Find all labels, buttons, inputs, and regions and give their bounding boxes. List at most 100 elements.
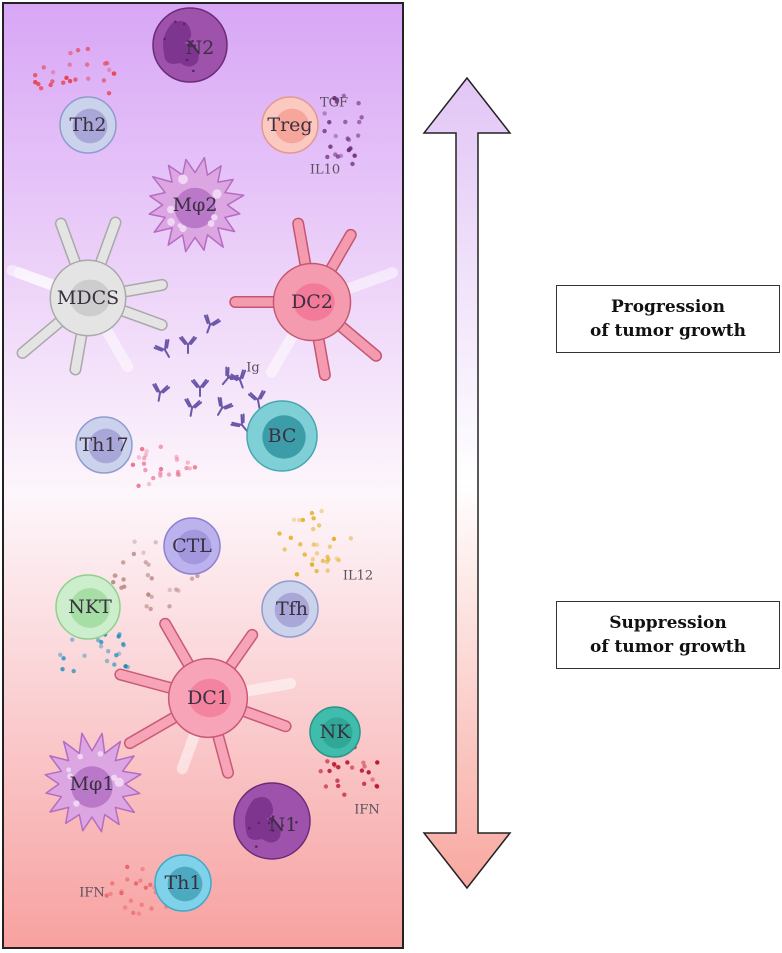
vesicle bbox=[207, 220, 215, 227]
cytokine-dot bbox=[314, 551, 320, 556]
cytokine-dot bbox=[294, 572, 300, 577]
cytokine-dot bbox=[277, 531, 282, 536]
cytokine-dot bbox=[345, 136, 350, 141]
antibody-icon bbox=[152, 383, 171, 402]
cell-nk: NK bbox=[309, 706, 361, 758]
cell-nucleus bbox=[176, 529, 212, 565]
cell-ctl: CTL bbox=[163, 517, 221, 575]
cytokine-dots bbox=[32, 46, 380, 916]
cell-dc2: DC2 bbox=[229, 217, 399, 381]
cytokine-dot bbox=[139, 902, 144, 908]
cytokine-dot bbox=[311, 526, 316, 532]
cytokine-dot bbox=[167, 604, 172, 609]
cytokine-dot bbox=[50, 70, 56, 75]
cytokine-dot bbox=[130, 462, 136, 467]
label-il10: IL10 bbox=[310, 163, 340, 178]
cytokine-dot bbox=[149, 594, 154, 599]
cell-label: N1 bbox=[269, 814, 298, 836]
cytokine-dot bbox=[104, 658, 110, 664]
cytokine-dot bbox=[144, 604, 149, 609]
antibody-icon bbox=[153, 338, 170, 358]
cell-nucleus bbox=[245, 797, 281, 843]
cytokine-dot bbox=[176, 472, 182, 478]
cell-nucleus bbox=[70, 588, 110, 628]
vesicle bbox=[167, 218, 176, 226]
cytokine-dot bbox=[298, 542, 303, 547]
cytokine-dot bbox=[61, 80, 66, 85]
vesicle bbox=[66, 767, 72, 773]
cytokine-dot bbox=[195, 573, 200, 579]
cytokine-dot bbox=[123, 664, 128, 669]
cell-macrophage-1: Mφ1 bbox=[44, 732, 142, 833]
cytokine-dot bbox=[120, 641, 126, 647]
antibody-icon bbox=[217, 396, 234, 416]
cytokine-dot bbox=[359, 115, 364, 120]
cytokine-dot bbox=[128, 898, 134, 903]
cytokine-dot bbox=[314, 568, 319, 574]
cytokine-dot bbox=[185, 460, 190, 465]
cytokine-dot bbox=[336, 557, 341, 563]
cytokine-dot bbox=[120, 560, 126, 565]
cytokine-dot bbox=[138, 878, 143, 883]
cell-label: NKT bbox=[68, 596, 112, 618]
vesicle bbox=[73, 800, 80, 807]
cytokine-dot bbox=[346, 147, 352, 153]
cytokine-dot bbox=[331, 536, 337, 542]
cell-tfh: Tfh bbox=[261, 580, 319, 638]
cell-nucleus bbox=[262, 415, 306, 459]
cytokine-dot bbox=[101, 78, 107, 83]
cytokine-dot bbox=[370, 777, 375, 782]
cell-th17: Th17 bbox=[75, 416, 133, 474]
cytokine-dot bbox=[122, 905, 128, 910]
cytokine-dot bbox=[67, 62, 72, 67]
cytokine-dot bbox=[61, 656, 66, 661]
cell-nucleus bbox=[167, 866, 203, 902]
cell-n2: N2 bbox=[152, 7, 228, 83]
cytokine-dot bbox=[355, 133, 361, 138]
cytokine-dot bbox=[136, 455, 142, 460]
granule bbox=[257, 821, 261, 825]
cytokine-dot bbox=[141, 456, 147, 461]
cytokine-dot bbox=[311, 516, 316, 521]
cytokine-dot bbox=[146, 481, 152, 487]
cytokine-dot bbox=[366, 770, 371, 775]
cytokine-dot bbox=[68, 50, 73, 56]
cytokine-dot bbox=[300, 517, 306, 523]
antibody-icon bbox=[247, 390, 266, 409]
cytokine-dot bbox=[166, 472, 172, 477]
cell-label: Mφ2 bbox=[173, 194, 218, 216]
granule bbox=[271, 829, 275, 832]
cytokine-dot bbox=[331, 761, 337, 767]
granule bbox=[187, 43, 190, 47]
suppression-line-1: Suppression bbox=[609, 613, 727, 633]
cytokine-dot bbox=[136, 911, 142, 916]
cytokine-dot bbox=[133, 881, 139, 886]
cell-label: DC2 bbox=[291, 291, 333, 313]
cytokine-dot bbox=[149, 576, 154, 581]
cytokine-dot bbox=[70, 637, 75, 642]
cytokine-dot bbox=[146, 562, 151, 567]
cytokine-dot bbox=[333, 152, 338, 157]
vesicle bbox=[67, 773, 74, 780]
cytokine-dot bbox=[184, 465, 189, 471]
cytokine-dot bbox=[125, 664, 131, 670]
cytokine-dot bbox=[32, 73, 38, 78]
cytokine-dot bbox=[104, 893, 109, 898]
vesicle bbox=[179, 225, 187, 233]
cell-label: CTL bbox=[172, 535, 212, 557]
granule bbox=[189, 44, 192, 47]
cytokine-dot bbox=[105, 648, 111, 654]
cytokine-dot bbox=[111, 579, 116, 585]
cell-nkt: NKT bbox=[55, 574, 121, 640]
cytokine-dot bbox=[341, 93, 347, 98]
cytokine-dot bbox=[141, 550, 146, 555]
cytokine-dot bbox=[319, 508, 324, 514]
cytokine-dot bbox=[48, 82, 53, 88]
cytokine-dot bbox=[82, 653, 87, 658]
cell-nucleus bbox=[163, 21, 199, 67]
cytokine-dot bbox=[356, 101, 361, 106]
cytokine-dot bbox=[327, 120, 332, 125]
antibody-icon bbox=[179, 336, 197, 354]
cytokine-dot bbox=[309, 510, 315, 516]
cytokine-dot bbox=[145, 572, 151, 578]
